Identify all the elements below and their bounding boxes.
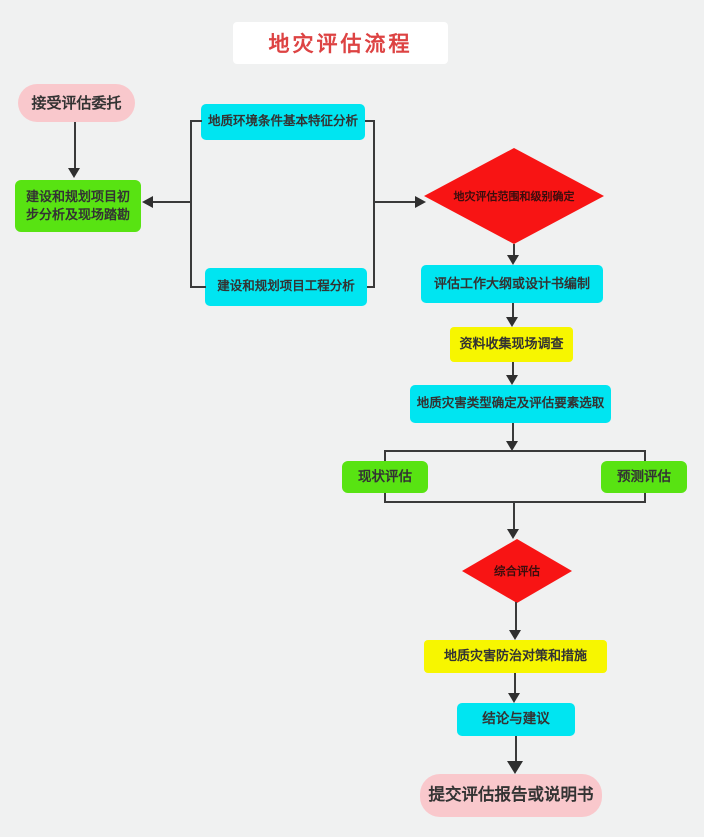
page-title: 地灾评估流程 [233, 22, 448, 64]
arrowhead-down-icon [506, 375, 518, 385]
arrowhead-down-icon [507, 529, 519, 539]
connector-to-decision [375, 201, 415, 203]
connector-decision-to-outline [513, 244, 515, 256]
connector-bracket-right [373, 120, 375, 288]
connector-merge-to-comprehensive [513, 502, 515, 530]
node-countermeasures: 地质灾害防治对策和措施 [424, 640, 607, 673]
connector-comprehensive-to-countermeasures [515, 602, 517, 630]
node-data-collection: 资料收集现场调查 [450, 327, 573, 362]
arrowhead-down-icon [506, 441, 518, 451]
connector-hazard-to-branch [512, 423, 514, 442]
node-prediction-assessment: 预测评估 [601, 461, 687, 493]
node-geo-env-analysis: 地质环境条件基本特征分析 [201, 104, 365, 140]
arrowhead-down-icon [68, 168, 80, 178]
connector-bracket-left [190, 120, 192, 288]
arrowhead-down-icon [507, 761, 523, 774]
arrowhead-down-icon [508, 693, 520, 703]
arrowhead-down-icon [509, 630, 521, 640]
connector-branch-left-drop [384, 451, 386, 461]
connector-branch-top [384, 450, 646, 452]
node-scope-level-decision: 地灾评估范围和级别确定 [424, 148, 604, 244]
connector-outline-to-collection [512, 303, 514, 318]
node-initial-analysis: 建设和规划项目初步分析及现场踏勘 [15, 180, 141, 232]
connector-branch-left-rise [384, 493, 386, 503]
connector-bracket-right-bottom [367, 286, 375, 288]
connector-to-initial [153, 201, 191, 203]
connector-branch-bottom [384, 501, 646, 503]
connector-accept-to-initial [74, 122, 76, 170]
arrowhead-down-icon [506, 317, 518, 327]
arrowhead-down-icon [507, 255, 519, 265]
connector-bracket-right-top [365, 120, 375, 122]
node-comprehensive-assessment: 综合评估 [462, 539, 572, 603]
node-accept-commission: 接受评估委托 [18, 84, 135, 122]
connector-conclusion-to-submit [515, 736, 517, 763]
arrowhead-right-icon [415, 196, 426, 208]
connector-branch-right-drop [644, 451, 646, 461]
arrowhead-left-icon [142, 196, 153, 208]
connector-collection-to-hazard [512, 362, 514, 376]
node-project-eng-analysis: 建设和规划项目工程分析 [205, 268, 367, 306]
connector-countermeasures-to-conclusion [514, 673, 516, 693]
node-conclusion: 结论与建议 [457, 703, 575, 736]
node-work-outline: 评估工作大纲或设计书编制 [421, 265, 603, 303]
node-hazard-type-selection: 地质灾害类型确定及评估要素选取 [410, 385, 611, 423]
node-submit-report: 提交评估报告或说明书 [420, 774, 602, 817]
node-current-assessment: 现状评估 [342, 461, 428, 493]
connector-bracket-left-bottom [190, 286, 206, 288]
connector-branch-right-rise [644, 493, 646, 503]
connector-bracket-left-top [190, 120, 202, 122]
